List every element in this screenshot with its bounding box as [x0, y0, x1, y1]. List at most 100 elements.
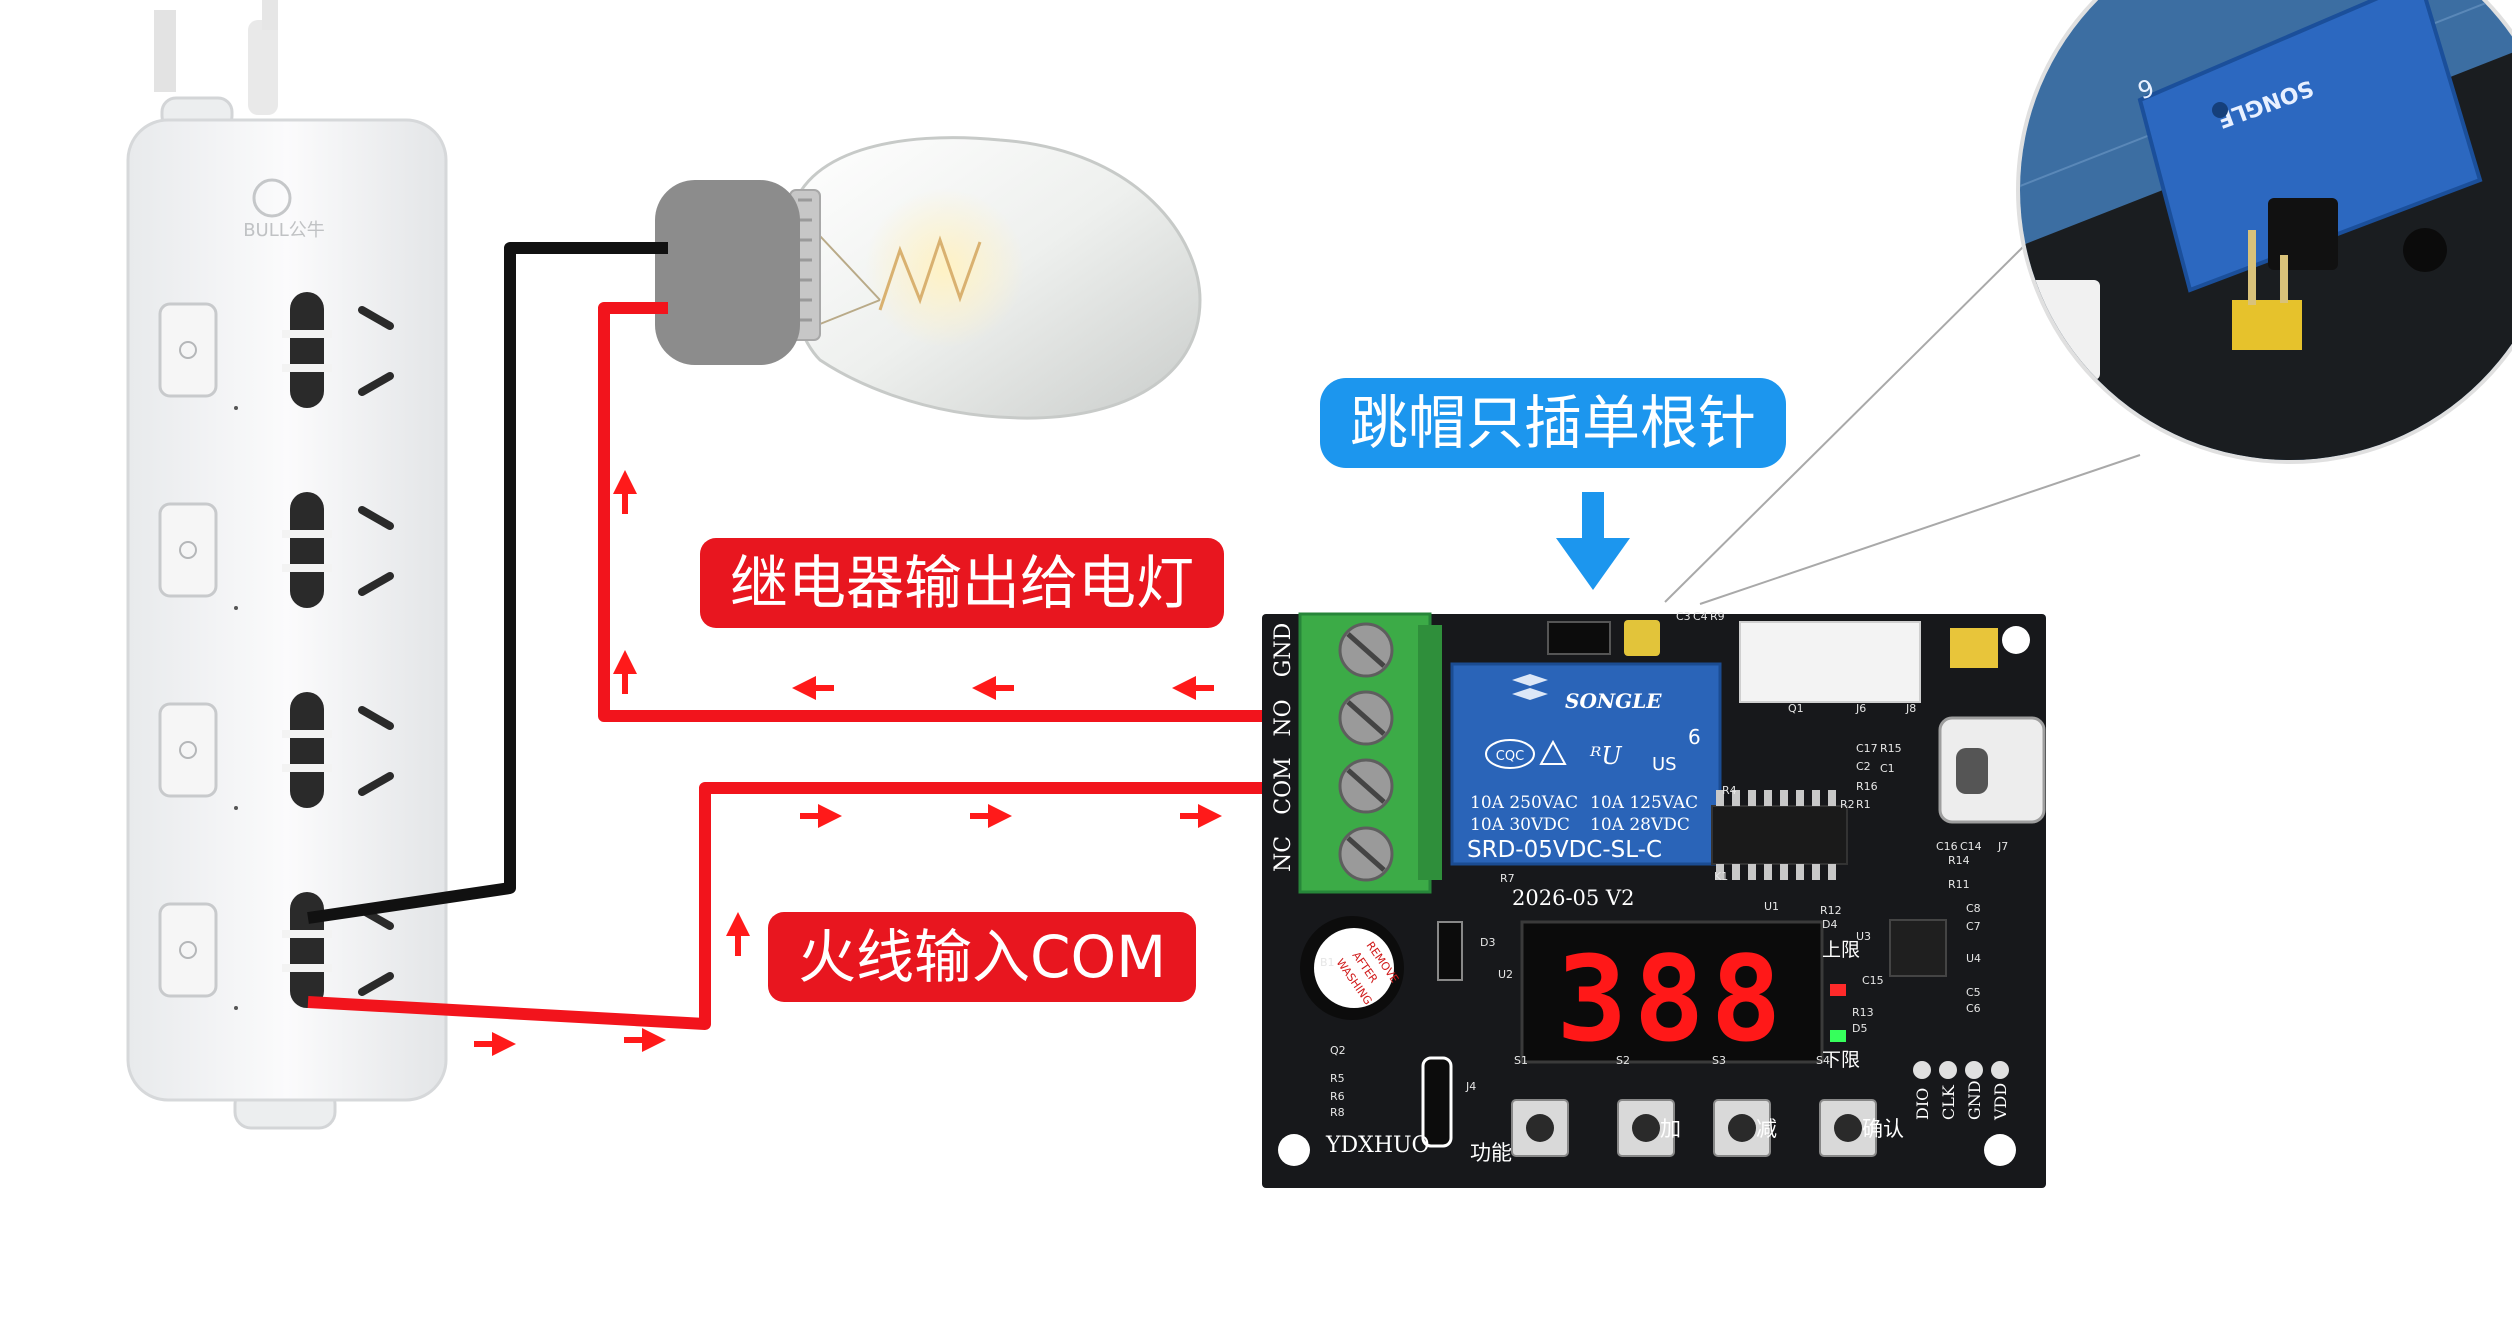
socket-slot — [282, 764, 332, 772]
ref-designator: Q2 — [1330, 1044, 1346, 1057]
inset-leader-bottom — [1699, 454, 2141, 605]
direction-arrow — [726, 912, 750, 936]
ic-pin — [1812, 864, 1820, 880]
relay-rating: 10A 125VAC — [1590, 793, 1698, 813]
led-lower — [1830, 1030, 1846, 1042]
relay-mark-cqc: CQC — [1496, 749, 1524, 764]
socket-slot-2pin — [358, 572, 394, 596]
relay-model: SRD-05VDC-SL-C — [1467, 837, 1662, 863]
power-strip: BULL公牛 — [126, 0, 448, 1130]
socket-switch[interactable] — [158, 902, 218, 998]
display-digits: 388 — [1556, 930, 1787, 1068]
button-cap — [1632, 1114, 1660, 1142]
ic-pin — [1748, 864, 1756, 880]
ref-designator: S1 — [1514, 1054, 1528, 1067]
black-wire-to-lamp — [307, 242, 668, 924]
inset-jumper-cap — [2268, 198, 2338, 270]
button-cap — [1526, 1114, 1554, 1142]
ref-designator: B1 — [1320, 956, 1335, 969]
ic-pin — [1780, 790, 1788, 806]
ic-pin — [1764, 790, 1772, 806]
socket-outlet-3pin — [290, 492, 324, 608]
header-pin — [1991, 1061, 2009, 1079]
socket-switch[interactable] — [158, 302, 218, 398]
connector-j6 — [1739, 621, 1921, 703]
power-icon — [179, 741, 197, 759]
down-arrow — [1556, 492, 1630, 590]
ref-designator: C3 — [1676, 610, 1691, 623]
ref-designator: R9 — [1710, 610, 1725, 623]
ref-designator: J8 — [1905, 702, 1916, 715]
socket-group — [158, 292, 394, 1010]
ref-designator: R13 — [1852, 1006, 1874, 1019]
header-pin-label: VDD — [1991, 1083, 2010, 1121]
socket-switch[interactable] — [158, 702, 218, 798]
lamp-holder — [655, 180, 800, 365]
ref-designator: J7 — [1997, 840, 2008, 853]
socket-switch[interactable] — [158, 502, 218, 598]
ic-pin — [1828, 864, 1836, 880]
cord-strain-relief — [248, 20, 278, 115]
screw-slot — [1346, 632, 1386, 668]
ref-designator: C16 — [1936, 840, 1958, 853]
socket-outlet-3pin — [290, 292, 324, 408]
ref-designator: U2 — [1498, 968, 1513, 981]
ic-pin — [1828, 790, 1836, 806]
socket-slot — [282, 564, 332, 572]
direction-arrow — [818, 804, 842, 828]
ref-designator: C7 — [1966, 920, 1981, 933]
socket-slot — [282, 964, 332, 972]
direction-arrow — [972, 676, 996, 700]
ic-pin — [1764, 864, 1772, 880]
board-version: 2026-05 V2 — [1512, 886, 1634, 910]
ref-designator: C5 — [1966, 986, 1981, 999]
terminal-label: COM — [1271, 757, 1296, 814]
ref-designator: R8 — [1330, 1106, 1345, 1119]
bull-logo — [252, 178, 292, 218]
direction-arrow — [613, 470, 637, 494]
ref-designator: C14 — [1960, 840, 1982, 853]
seven-segment-display — [1520, 920, 1824, 1064]
socket-slot-2pin — [358, 706, 394, 730]
socket-slot-2pin — [358, 972, 394, 996]
socket-slot-2pin — [358, 306, 394, 330]
board-maker: YDXHUO — [1325, 1133, 1430, 1158]
direction-arrow — [642, 1028, 666, 1052]
power-icon — [179, 541, 197, 559]
relay-brand: SONGLE — [1565, 689, 1662, 713]
relay-mark-ru: ᴿU — [1589, 742, 1622, 770]
direction-arrow — [492, 1032, 516, 1056]
header-pin — [1913, 1061, 1931, 1079]
ic-pin — [1796, 864, 1804, 880]
inset-pin-header — [2232, 300, 2302, 350]
ref-designator: R7 — [1500, 872, 1515, 885]
ref-designator: S2 — [1616, 1054, 1630, 1067]
live-input-callout: 火线输入COM — [768, 912, 1197, 1002]
button-cap — [1834, 1114, 1862, 1142]
ic-pin — [1748, 790, 1756, 806]
relay-rating: 10A 250VAC — [1470, 793, 1578, 813]
light-bulb — [655, 136, 1202, 420]
ref-designator: R14 — [1948, 854, 1970, 867]
socket-slot-2pin — [358, 372, 394, 396]
ref-designator: D5 — [1852, 1022, 1867, 1035]
led-upper — [1830, 984, 1846, 996]
socket-outlet-3pin — [290, 692, 324, 808]
ic-pins — [1716, 790, 1836, 880]
direction-arrow — [988, 804, 1012, 828]
ref-designator: J4 — [1465, 1080, 1476, 1093]
ic-chip — [1711, 805, 1848, 865]
wiring — [307, 242, 1265, 1030]
ref-designator: C6 — [1966, 1002, 1981, 1015]
relay-mark-us: US — [1652, 754, 1677, 775]
filament — [878, 235, 982, 311]
direction-arrow — [792, 676, 816, 700]
relay-output-callout: 继电器输出给电灯 — [700, 538, 1225, 628]
relay-mark-number: 6 — [1688, 725, 1701, 749]
ref-designator: Q1 — [1788, 702, 1804, 715]
terminal-screws — [1338, 622, 1394, 882]
screw-slot — [1346, 768, 1386, 804]
